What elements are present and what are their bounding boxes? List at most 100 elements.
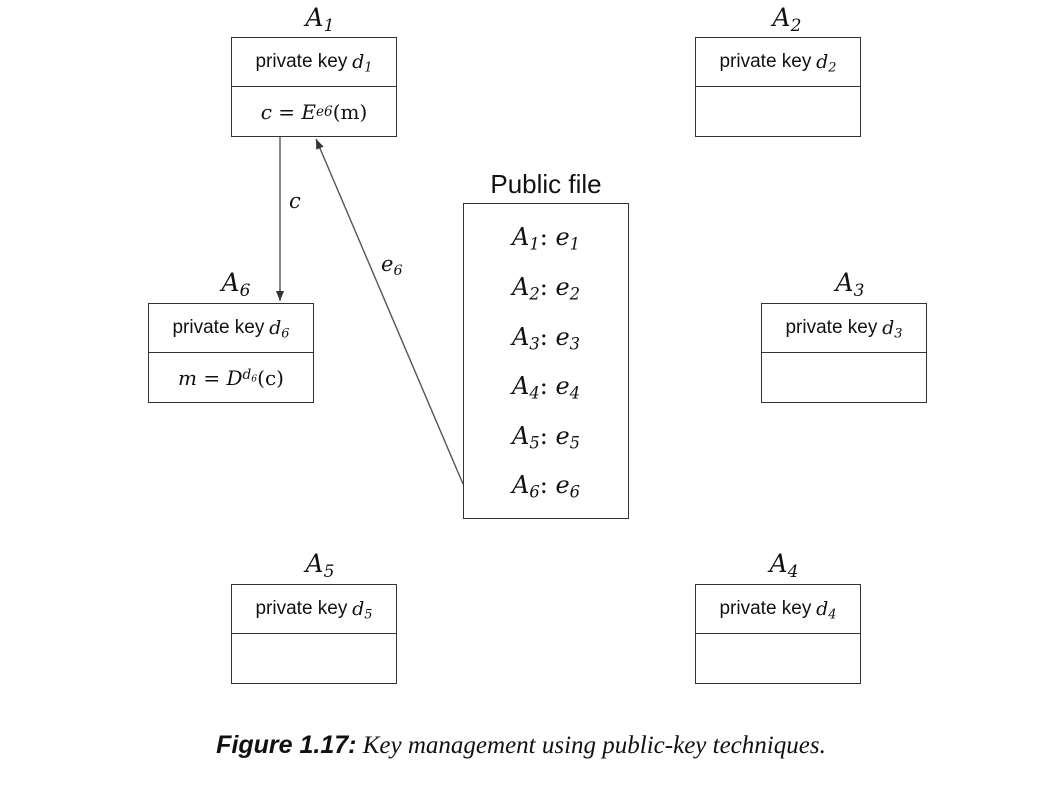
public-file-entry: A4: e4 xyxy=(464,371,628,401)
edge-label-ciphertext: c xyxy=(289,189,301,213)
node-a4-key-row: private key d4 xyxy=(696,585,860,634)
node-a5-empty-row xyxy=(232,634,396,683)
node-a3-label-sub: 3 xyxy=(853,280,865,301)
node-a2-label-sub: 2 xyxy=(790,15,802,36)
public-entry-3-key: e xyxy=(555,323,570,351)
public-entry-4-name: A xyxy=(511,372,530,400)
edge-label-public-key-sub: 6 xyxy=(393,262,403,279)
node-a3-key-row: private key d3 xyxy=(762,304,926,353)
public-entry-6-key-sub: 6 xyxy=(569,482,581,502)
node-a5-label-base: A xyxy=(305,549,324,578)
node-a5-box: private key d5 xyxy=(231,584,397,684)
a1-formula-arg: (m) xyxy=(332,99,368,124)
node-a4-key-label: private key xyxy=(719,598,812,619)
public-entry-5-name: A xyxy=(511,422,530,450)
node-a3-key-sub: 3 xyxy=(894,326,903,342)
public-entry-3-sep: : xyxy=(539,323,548,351)
node-a6-key-sub: 6 xyxy=(281,326,290,342)
arrow-public-file-to-a1-key xyxy=(315,138,464,485)
public-entry-5-sep: : xyxy=(539,422,548,450)
public-file-entry: A6: e6 xyxy=(464,470,628,500)
public-file-box: A1: e1 A2: e2 A3: e3 A4: e4 A5: e5 A6: e… xyxy=(463,203,629,519)
node-a4-label-sub: 4 xyxy=(787,561,799,582)
a6-formula-equals: = xyxy=(203,365,221,390)
node-a1-key-row: private key d1 xyxy=(232,38,396,87)
public-entry-3-key-sub: 3 xyxy=(569,334,581,354)
node-a6-label-base: A xyxy=(221,268,240,297)
node-a2-label: A2 xyxy=(737,3,837,36)
public-entry-6-sep: : xyxy=(539,471,548,499)
public-entry-1-key-sub: 1 xyxy=(569,234,581,254)
node-a6-label: A6 xyxy=(186,268,286,301)
node-a2-key-sub: 2 xyxy=(828,60,837,76)
public-entry-1-name: A xyxy=(511,223,530,251)
node-a1-key-base: d xyxy=(352,51,365,73)
public-entry-4-key: e xyxy=(555,372,570,400)
a1-formula-fn: E xyxy=(301,99,316,124)
node-a6-key-row: private key d6 xyxy=(149,304,313,353)
node-a5-key-label: private key xyxy=(255,598,348,619)
public-entry-1-sep: : xyxy=(539,223,548,251)
node-a3-box: private key d3 xyxy=(761,303,927,403)
node-a4-empty-row xyxy=(696,634,860,683)
public-entry-2-name: A xyxy=(511,273,530,301)
node-a4-label: A4 xyxy=(734,549,834,582)
a6-formula-fn: D xyxy=(226,365,243,390)
node-a2-label-base: A xyxy=(772,3,791,32)
public-entry-5-key: e xyxy=(555,422,570,450)
node-a3-empty-row xyxy=(762,353,926,402)
a6-formula-fn-sub-sub: 6 xyxy=(251,373,258,385)
a1-formula-lhs: c xyxy=(260,99,272,124)
public-entry-5-name-sub: 5 xyxy=(529,433,540,453)
edge-label-public-key: e6 xyxy=(381,252,403,279)
node-a5-label: A5 xyxy=(270,549,370,582)
node-a1-label-base: A xyxy=(305,3,324,32)
public-file-entry: A1: e1 xyxy=(464,222,628,252)
public-entry-2-key: e xyxy=(555,273,570,301)
public-entry-6-name: A xyxy=(511,471,530,499)
node-a4-label-base: A xyxy=(769,549,788,578)
node-a5-label-sub: 5 xyxy=(323,561,335,582)
node-a5-key-sub: 5 xyxy=(364,607,373,623)
node-a1-label: A1 xyxy=(270,3,370,34)
public-entry-4-name-sub: 4 xyxy=(529,383,540,403)
public-entry-4-key-sub: 4 xyxy=(569,383,581,403)
node-a1-key-sub: 1 xyxy=(364,60,373,76)
public-entry-2-name-sub: 2 xyxy=(529,284,540,304)
a6-formula-arg: (c) xyxy=(257,365,284,390)
node-a1-key-label: private key xyxy=(255,51,348,72)
node-a6-label-sub: 6 xyxy=(239,280,251,301)
node-a4-key-sub: 4 xyxy=(828,607,837,623)
public-entry-2-key-sub: 2 xyxy=(569,284,581,304)
node-a2-empty-row xyxy=(696,87,860,136)
node-a5-key-base: d xyxy=(352,598,365,620)
public-entry-4-sep: : xyxy=(539,372,548,400)
public-entry-6-key: e xyxy=(555,471,570,499)
a6-formula-fn-sub-base: d xyxy=(242,367,252,384)
node-a2-key-row: private key d2 xyxy=(696,38,860,87)
figure-caption-text: Key management using public-key techniqu… xyxy=(362,732,820,759)
public-entry-6-name-sub: 6 xyxy=(529,482,540,502)
figure-caption-period: . xyxy=(819,732,826,759)
node-a4-key-base: d xyxy=(816,598,829,620)
public-file-entry: A5: e5 xyxy=(464,421,628,451)
public-entry-1-key: e xyxy=(555,223,570,251)
node-a5-key-row: private key d5 xyxy=(232,585,396,634)
public-entry-3-name: A xyxy=(511,323,530,351)
node-a2-key-label: private key xyxy=(719,51,812,72)
node-a4-box: private key d4 xyxy=(695,584,861,684)
public-file-title: Public file xyxy=(490,169,602,199)
figure-caption-number: Figure 1.17: xyxy=(216,731,357,759)
node-a2-box: private key d2 xyxy=(695,37,861,137)
a1-formula-equals: = xyxy=(278,99,296,124)
node-a3-label-base: A xyxy=(835,268,854,297)
node-a3-label: A3 xyxy=(800,268,900,301)
public-entry-5-key-sub: 5 xyxy=(569,433,581,453)
public-entry-3-name-sub: 3 xyxy=(529,334,540,354)
figure-caption: Figure 1.17: Key management using public… xyxy=(0,728,1042,763)
